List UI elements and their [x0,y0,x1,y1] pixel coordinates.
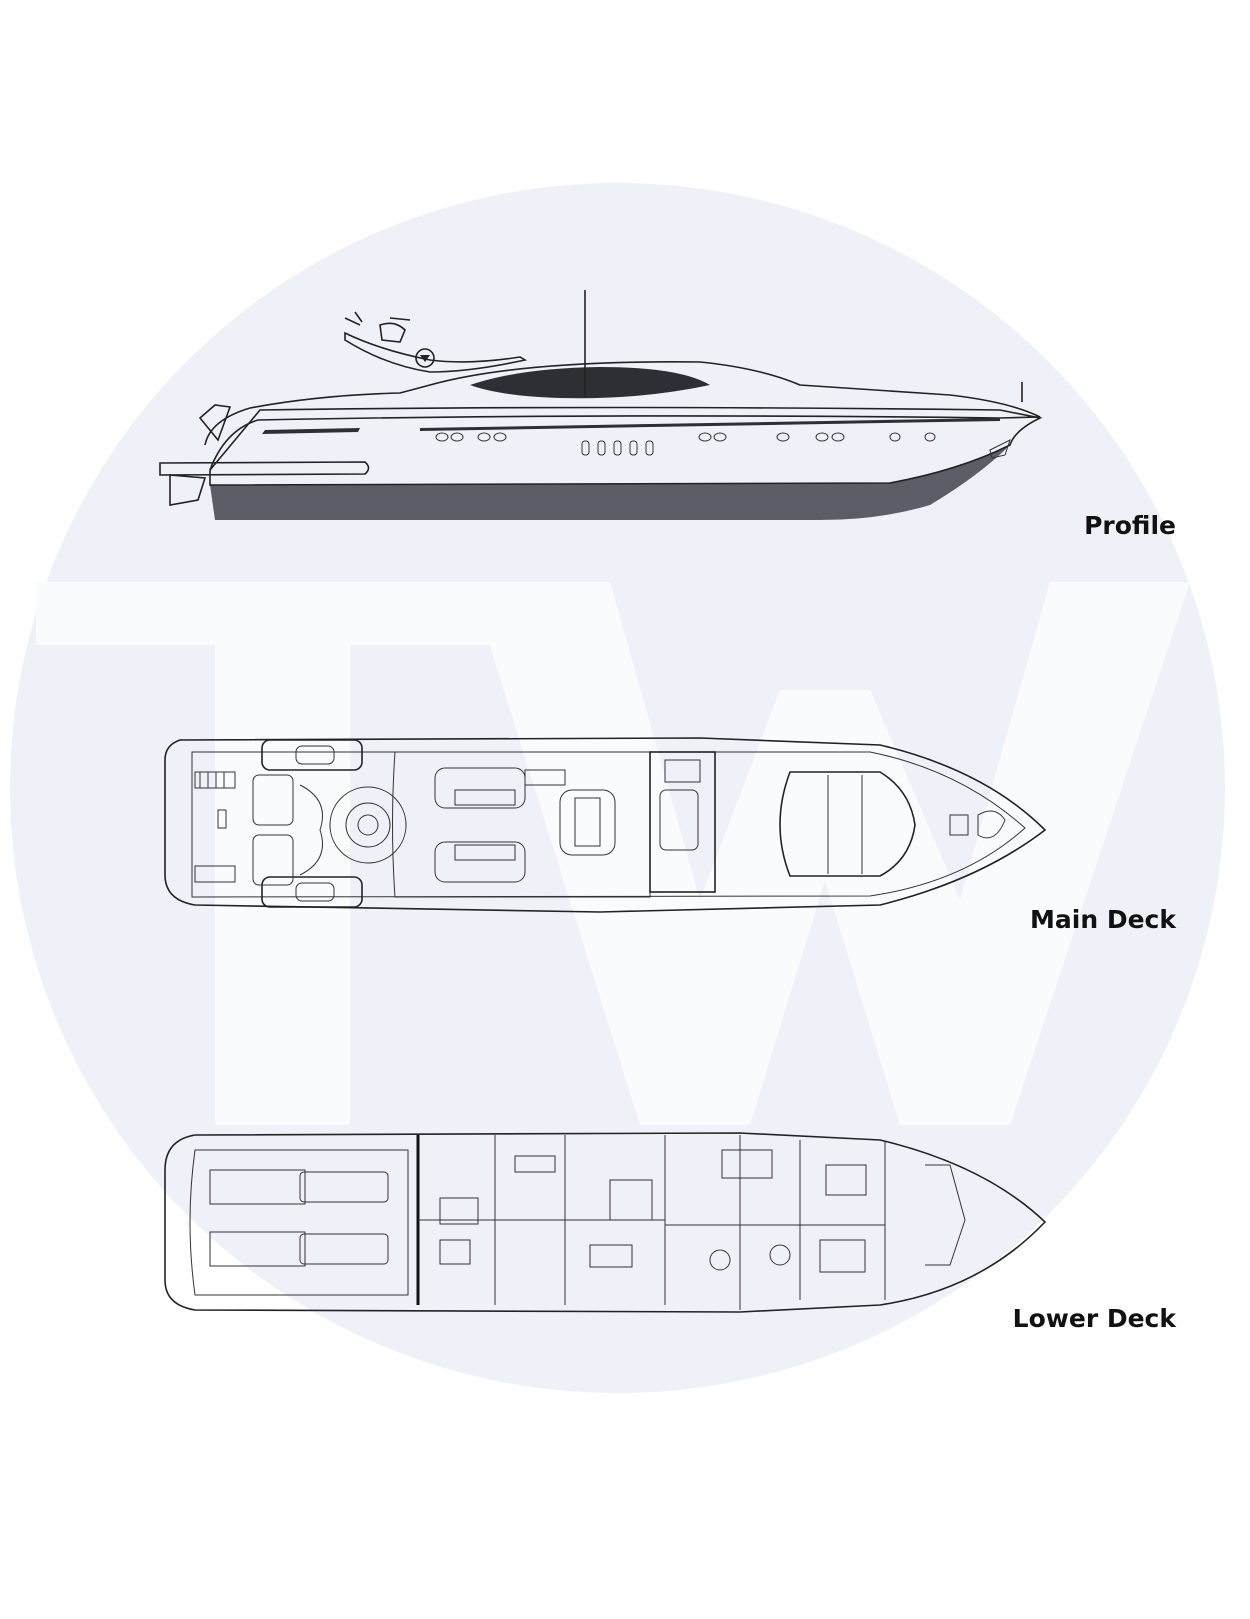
lower-deck-drawing [164,1132,1047,1313]
main-deck-label: Main Deck [1030,905,1176,934]
profile-drawing [159,290,1043,520]
main-deck-drawing [164,737,1047,913]
profile-label: Profile [1084,511,1176,540]
lower-deck-label: Lower Deck [1012,1304,1176,1333]
